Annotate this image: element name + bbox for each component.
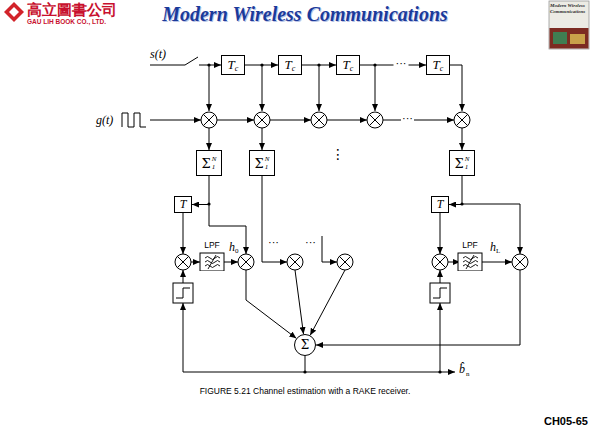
sum-symbol: Σ	[255, 156, 264, 171]
superscript: N	[265, 155, 270, 163]
page-number: CH05-65	[544, 415, 588, 427]
text-group: ΣN1	[202, 155, 217, 171]
limit-group: N1	[212, 155, 217, 171]
signal-connector	[449, 176, 462, 205]
signal-connector	[245, 65, 278, 66]
text-group: Tc	[343, 57, 354, 73]
delay-symbol: T	[228, 57, 235, 73]
channel-coefficient: h	[229, 240, 235, 255]
output-symbol: b̂	[459, 362, 465, 377]
limit-group: N1	[265, 155, 270, 171]
delay-symbol: T	[437, 197, 444, 212]
adder-circle: Σ	[294, 334, 316, 356]
subscript: 0	[235, 247, 239, 255]
signal-name: s(t)	[150, 47, 166, 62]
junction-dots	[207, 63, 463, 373]
delay-symbol: T	[433, 57, 440, 73]
book-cover	[549, 1, 589, 49]
text-group: Tc	[228, 57, 239, 73]
publisher-name-en: GAU LIH BOOK CO., LTD.	[27, 18, 106, 25]
filter-name: LPF	[462, 239, 478, 251]
delay-box: Tc	[221, 55, 245, 75]
publisher-name: 高立圖書公司	[27, 1, 117, 20]
delay-symbol: T	[343, 57, 350, 73]
text-group: ΣN1	[455, 155, 470, 171]
text-group: Tc	[433, 57, 444, 73]
lowpass-filter: LPF	[198, 239, 226, 271]
multiplier-symbols	[175, 112, 528, 270]
text-group: ΣN1	[255, 155, 270, 171]
delay-symbol: T	[285, 57, 292, 73]
continuation-dots: ···	[401, 112, 414, 124]
subscript: L	[496, 247, 500, 255]
superscript: N	[465, 155, 470, 163]
subscript: n	[466, 370, 470, 378]
text-group: T	[180, 197, 187, 212]
text-group: Tc	[285, 57, 296, 73]
signal-wires	[122, 57, 520, 372]
text-group: LPF	[204, 239, 220, 251]
delay-box: T	[174, 196, 192, 213]
delay-box: Tc	[278, 55, 302, 75]
lowpass-filter: LPF	[456, 239, 484, 271]
book-cover-title: Modern Wireless Communications	[550, 3, 588, 15]
subscript: 1	[212, 163, 217, 171]
delay-box: T	[431, 196, 449, 213]
publisher-logo	[4, 2, 24, 22]
signal-connector	[302, 65, 336, 66]
signal-connector	[192, 176, 209, 205]
subscript: c	[350, 64, 354, 73]
continuation-dots: ···	[305, 236, 316, 248]
figure-caption: FIGURE 5.21 Channel estimation with a RA…	[100, 386, 510, 396]
delay-box: Tc	[336, 55, 360, 75]
subscript: c	[292, 64, 296, 73]
continuation-dots: ···	[394, 58, 409, 69]
continuation-dots: ···	[268, 236, 279, 248]
text-group: LPF	[462, 239, 478, 251]
delay-box: Tc	[426, 55, 450, 75]
subscript: c	[440, 64, 444, 73]
subscript: 1	[465, 163, 470, 171]
summation-box: ΣN1	[249, 150, 275, 176]
summation-box: ΣN1	[449, 150, 475, 176]
sum-symbol: Σ	[301, 338, 309, 352]
slicer-symbols	[173, 283, 450, 303]
channel-coefficient: h	[490, 240, 496, 255]
continuation-dots: ⋮	[331, 146, 345, 162]
limit-group: N1	[465, 155, 470, 171]
sum-symbol: Σ	[202, 156, 211, 171]
subscript: c	[235, 64, 239, 73]
summation-box: ΣN1	[196, 150, 222, 176]
superscript: N	[212, 155, 217, 163]
signal-name: g(t)	[96, 113, 113, 128]
delay-symbol: T	[180, 197, 187, 212]
page-title: Modern Wireless Communications	[120, 3, 490, 26]
sum-symbol: Σ	[455, 156, 464, 171]
filter-name: LPF	[204, 239, 220, 251]
multiplier-crosses	[177, 114, 525, 267]
text-group: T	[437, 197, 444, 212]
subscript: 1	[265, 163, 270, 171]
text-group: Σ	[301, 338, 309, 352]
